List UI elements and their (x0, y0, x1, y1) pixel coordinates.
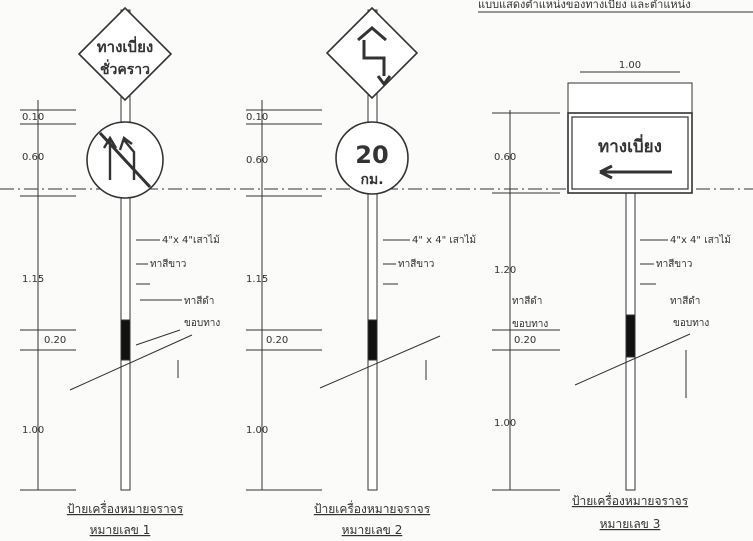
sign1-dim-band: 0.20 (44, 335, 66, 346)
sign1-dim-post: 1.15 (22, 274, 44, 285)
sign3-plate-text: ทางเบี่ยง (598, 134, 662, 157)
sign1-diamond-line1: ทางเบี่ยง (97, 36, 153, 56)
sign1-label-black: ทาสีดำ (184, 295, 214, 307)
sign1-label-white: ทาสีขาว (150, 258, 186, 270)
sign3-dim-width: 1.00 (619, 60, 641, 71)
sign2-number: หมายเลข 2 (342, 523, 403, 537)
sign2-circle (335, 121, 409, 195)
sign3-label-black-left: ทาสีดำ (512, 295, 542, 307)
sign3-plate-inner (571, 116, 689, 190)
sign2-caption: ป้ายเครื่องหมายจราจร (314, 500, 431, 516)
sign1-caption: ป้ายเครื่องหมายจราจร (67, 500, 184, 516)
sign2-speed-unit: กม. (360, 172, 383, 188)
sign1-black-band (120, 319, 131, 361)
sign3-label-edge-left: ขอบทาง (512, 319, 548, 330)
sign1-diamond-line2: ชั่วคราว (100, 59, 150, 78)
sign3-left-arrow-icon (599, 164, 672, 180)
sign2-dim-plate: 0.60 (246, 155, 268, 166)
sign1-dimension-lines (20, 100, 193, 491)
sign1-arrow-curve-icon (118, 136, 136, 180)
sign1-label-post: 4"x 4"เสาไม้ (162, 234, 220, 246)
sign2-label-post: 4" x 4" เสาไม้ (412, 234, 476, 246)
sign2-diamond (325, 6, 419, 100)
sign1-number: หมายเลข 1 (90, 523, 151, 537)
sign3-label-white: ทาสีขาว (656, 258, 692, 270)
sign2-dim-top: 0.10 (246, 112, 268, 123)
sign2-dim-ground: 1.00 (246, 425, 268, 436)
sign3-dim-plate: 0.60 (494, 152, 516, 163)
sign2-dim-band: 0.20 (266, 335, 288, 346)
sign1-label-edge: ขอบทาง (184, 318, 220, 329)
sign1-dim-plate: 0.60 (22, 152, 44, 163)
sign3-plate (567, 112, 693, 194)
sign2-turn-arrow-icon (357, 26, 392, 87)
sign3-label-post: 4"x 4" เสาไม้ (670, 234, 731, 246)
sign2-speed-number: 20 (355, 141, 388, 169)
sign3-top-frame (567, 82, 693, 114)
sign1-arrow-up-icon (102, 135, 118, 180)
sign3-label-edge: ขอบทาง (673, 318, 709, 329)
sign3-dimension-lines (492, 71, 691, 491)
sign3-black-band (625, 314, 636, 358)
sign1-dim-top: 0.10 (22, 112, 44, 123)
sign3-caption: ป้ายเครื่องหมายจราจร (572, 492, 689, 508)
sign3-dim-post: 1.20 (494, 265, 516, 276)
header-title: แบบแสดงตำแหน่งของทางเบี่ยง และตำแหน่ง (478, 0, 691, 11)
sign1-dim-ground: 1.00 (22, 425, 44, 436)
sign2-dim-post: 1.15 (246, 274, 268, 285)
sign3-label-black: ทาสีดำ (670, 295, 700, 307)
sign2-dimension-lines (246, 100, 441, 491)
sign3-dim-band: 0.20 (514, 335, 536, 346)
sign2-label-white: ทาสีขาว (398, 258, 434, 270)
sign3-number: หมายเลข 3 (600, 517, 661, 531)
sign2-black-band (367, 319, 378, 361)
sign3-dim-ground: 1.00 (494, 418, 516, 429)
sign1-diamond (77, 6, 173, 102)
